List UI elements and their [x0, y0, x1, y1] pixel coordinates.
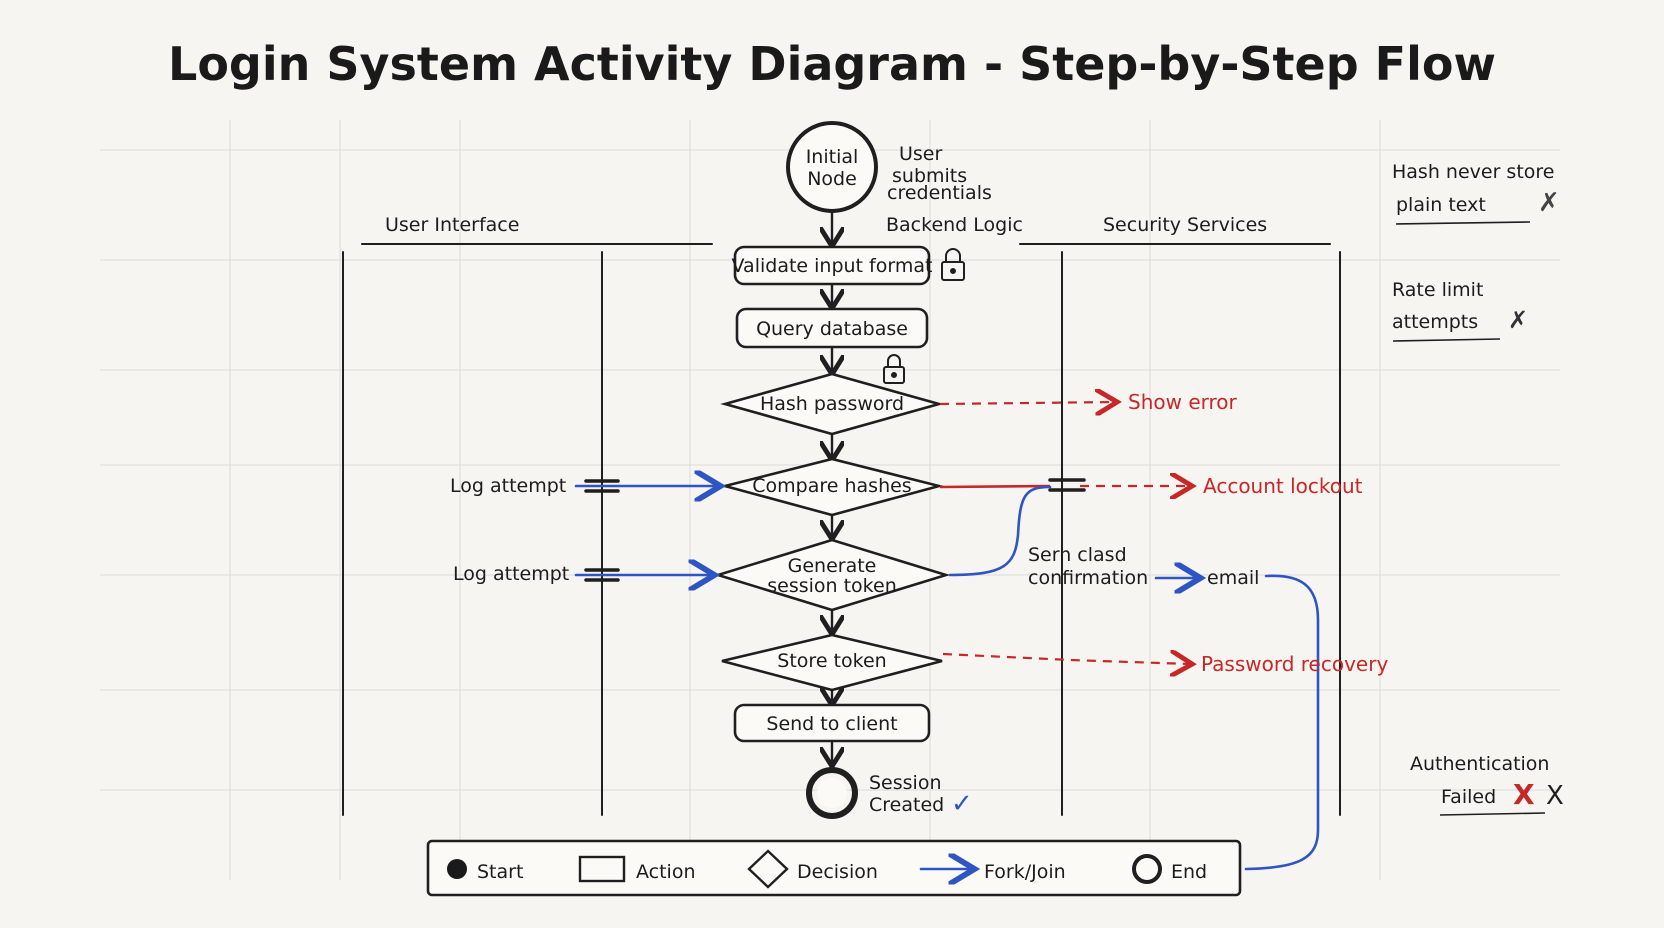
red-x-icon: X [1513, 778, 1535, 811]
action-send-label: Send to client [766, 713, 897, 735]
legend-end: End [1171, 861, 1207, 883]
side-label-send-confirmation-line1: Serh clasd [1028, 544, 1127, 566]
lock-icon [883, 354, 905, 384]
start-node-icon [447, 859, 467, 879]
decision-hash-label: Hash password [760, 393, 904, 415]
initial-node-label-line2: Node [807, 168, 857, 190]
parallel-flow-email-to-legend [1244, 574, 1320, 871]
side-label-log-attempt-1: Log attempt [450, 475, 566, 497]
initial-node-label-line1: Initial [806, 146, 859, 168]
legend-action: Action [636, 861, 696, 883]
decision-store-label: Store token [777, 650, 886, 672]
outcome-account-lockout: Account lockout [1203, 474, 1363, 498]
side-label-send-confirmation-line2: confirmation [1028, 567, 1148, 589]
decision-hash-password: Hash password [720, 372, 944, 436]
fork-join-bar [584, 568, 620, 582]
swimlane-dividers [342, 243, 1341, 816]
decision-compare-hashes: Compare hashes [719, 457, 945, 517]
action-query-label: Query database [756, 318, 908, 340]
lane-label-security-services: Security Services [1103, 214, 1267, 236]
action-validate-input-format: Validate input format [732, 245, 933, 286]
end-node-icon [1132, 854, 1162, 884]
outcome-password-recovery: Password recovery [1201, 652, 1388, 676]
parallel-flow-token-to-security [948, 485, 1052, 577]
side-label-email: email [1207, 567, 1259, 589]
x-icon: X [1546, 781, 1564, 811]
decision-shape-icon [747, 849, 789, 889]
flow-to-password-recovery [942, 654, 1190, 664]
note-rate-line1: Rate limit [1392, 279, 1483, 301]
legend: Start Action Decision Fork/Join End [426, 839, 1242, 897]
decision-generate-label-line1: Generate [788, 555, 877, 577]
user-note-line2: submits [892, 165, 967, 187]
outcome-show-error: Show error [1128, 390, 1238, 414]
note-auth-line1: Authentication [1410, 753, 1549, 775]
action-send-to-client: Send to client [733, 703, 931, 743]
action-query-database: Query database [735, 307, 929, 349]
diagram-title: Login System Activity Diagram - Step-by-… [168, 37, 1496, 91]
lane-label-backend-logic: Backend Logic [886, 214, 1023, 236]
fork-join-bar [584, 479, 620, 493]
action-validate-label: Validate input format [732, 255, 933, 277]
decision-generate-session-token: Generate session token [713, 538, 951, 612]
lane-label-user-interface: User Interface [385, 214, 519, 236]
note-authentication-failed: Authentication Failed X X [1410, 753, 1564, 816]
decision-compare-label: Compare hashes [752, 475, 911, 497]
user-note-line3: credentials [887, 182, 992, 204]
legend-fork-join: Fork/Join [984, 861, 1066, 883]
decision-store-token: Store token [721, 633, 943, 692]
end-node-label-line1: Session [869, 772, 942, 794]
end-node [806, 767, 858, 819]
cross-mark-icon: ✗ [1538, 188, 1560, 218]
note-auth-line2: Failed [1441, 786, 1496, 808]
end-node-label-line2: Created [869, 794, 944, 816]
lock-icon [941, 248, 965, 281]
note-rate-limit: Rate limit attempts ✗ [1392, 279, 1528, 342]
legend-start: Start [477, 861, 523, 883]
checkmark-icon: ✓ [951, 789, 973, 819]
side-label-log-attempt-2: Log attempt [453, 563, 569, 585]
flow-to-account-lockout-solid [939, 484, 1051, 489]
action-shape-icon [578, 855, 626, 883]
note-hash-line1: Hash never store [1392, 161, 1554, 183]
note-hash-never-store: Hash never store plain text ✗ [1392, 161, 1560, 225]
note-rate-line2: attempts [1392, 311, 1478, 333]
initial-node: Initial Node [786, 121, 878, 213]
decision-generate-label-line2: session token [767, 575, 897, 597]
note-hash-line2: plain text [1396, 194, 1486, 216]
flow-to-show-error [939, 402, 1115, 404]
legend-decision: Decision [797, 861, 878, 883]
fork-join-bar [1048, 478, 1086, 492]
user-note-line1: User [899, 143, 942, 165]
cross-mark-icon: ✗ [1508, 306, 1528, 334]
